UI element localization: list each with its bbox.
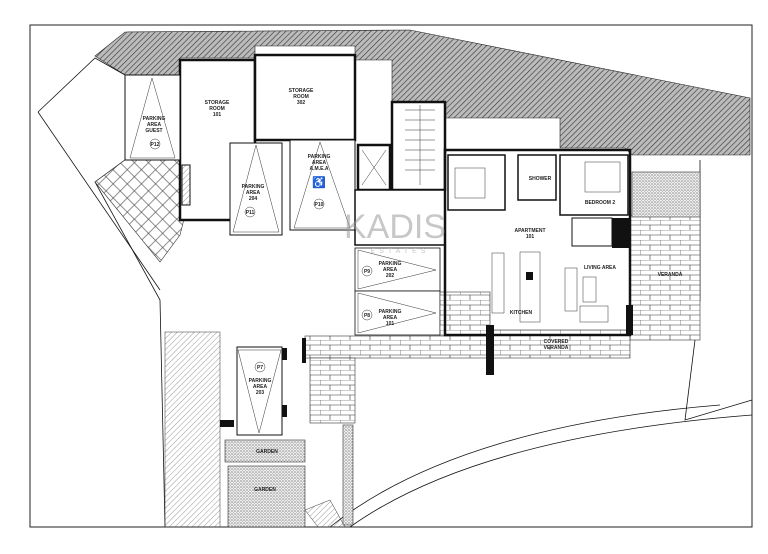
label-parking-101-b: AREA bbox=[383, 315, 398, 321]
watermark-logo: KADIS bbox=[344, 208, 446, 246]
label-parking-203-b: AREA bbox=[253, 384, 268, 390]
label-apartment: APARTMENT bbox=[514, 228, 545, 234]
paving-brick-1 bbox=[439, 291, 491, 338]
badge-p12: P12 bbox=[151, 142, 160, 148]
corridor bbox=[354, 189, 446, 246]
parking-101-bay bbox=[354, 290, 441, 336]
label-parking-101: PARKING bbox=[379, 309, 402, 315]
road-curve bbox=[349, 414, 753, 528]
parking-203-bay bbox=[236, 346, 283, 436]
label-parking-202: PARKING bbox=[379, 261, 402, 267]
parking-204-bay bbox=[229, 142, 283, 236]
label-apartment-b: 101 bbox=[526, 234, 535, 240]
veranda-area bbox=[629, 214, 701, 341]
label-parking-amea: PARKING bbox=[308, 154, 331, 160]
label-parking-204-b: AREA bbox=[246, 190, 261, 196]
gravel-strip bbox=[342, 424, 354, 526]
badge-p7: P7 bbox=[257, 365, 263, 371]
label-parking-guest-b: AREA bbox=[147, 122, 162, 128]
label-covered-veranda-b: VERANDA bbox=[544, 345, 569, 351]
label-parking-amea-b: AREA bbox=[312, 160, 327, 166]
paving-brick-2 bbox=[304, 335, 491, 359]
hatch-strip-left bbox=[164, 331, 221, 528]
paving-brick-3 bbox=[309, 357, 356, 424]
badge-p11: P11 bbox=[246, 210, 255, 216]
label-parking-202-c: 202 bbox=[386, 273, 395, 279]
parking-guest-bay bbox=[124, 74, 181, 161]
label-parking-204: PARKING bbox=[242, 184, 265, 190]
garden-2 bbox=[227, 465, 306, 528]
label-kitchen: KITCHEN bbox=[510, 310, 533, 316]
label-parking-204-c: 204 bbox=[249, 196, 258, 202]
kitchen-island-hob bbox=[526, 272, 533, 280]
label-parking-101-c: 101 bbox=[386, 321, 395, 327]
accessibility-icon: ♿ bbox=[312, 176, 326, 189]
label-storage-101: STORAGE bbox=[205, 100, 230, 106]
label-parking-amea-c: A.M.E.A bbox=[310, 166, 329, 172]
label-parking-202-b: AREA bbox=[383, 267, 398, 273]
garden-1 bbox=[224, 439, 306, 463]
label-storage-101-b: ROOM bbox=[209, 106, 225, 112]
road-curve-2 bbox=[329, 404, 721, 528]
vent-grille bbox=[181, 164, 191, 206]
label-parking-guest-c: GUEST bbox=[145, 128, 162, 134]
label-veranda: VERANDA bbox=[658, 272, 683, 278]
label-garden-1: GARDEN bbox=[256, 449, 278, 455]
label-covered-veranda: COVERED bbox=[544, 339, 569, 345]
label-storage-302: STORAGE bbox=[289, 88, 314, 94]
label-garden-2: GARDEN bbox=[254, 487, 276, 493]
stair-curve bbox=[304, 499, 346, 528]
gravel-right bbox=[631, 171, 701, 218]
shower-room bbox=[517, 154, 557, 201]
bathroom bbox=[571, 217, 613, 247]
badge-p10: P10 bbox=[315, 202, 324, 208]
label-living-area: LIVING AREA bbox=[584, 265, 616, 271]
stairs bbox=[390, 100, 447, 192]
parking-amea-bay bbox=[289, 139, 356, 231]
bedroom-2 bbox=[559, 154, 629, 216]
label-parking-203: PARKING bbox=[249, 378, 272, 384]
label-bedroom-2: BEDROOM 2 bbox=[585, 200, 616, 206]
label-storage-101-c: 101 bbox=[213, 112, 222, 118]
labels: STORAGE ROOM 101 STORAGE ROOM 302 PARKIN… bbox=[143, 88, 683, 493]
site-boundary-left-outer bbox=[37, 111, 161, 291]
label-storage-302-b: ROOM bbox=[293, 94, 309, 100]
label-storage-302-c: 302 bbox=[297, 100, 306, 106]
badge-p9: P9 bbox=[364, 269, 370, 275]
bedroom-1 bbox=[447, 154, 506, 211]
watermark-sub: ESTATES bbox=[371, 248, 430, 255]
label-parking-203-c: 203 bbox=[256, 390, 265, 396]
badge-p8: P8 bbox=[364, 313, 370, 319]
parking-202-bay bbox=[354, 247, 441, 292]
label-shower: SHOWER bbox=[529, 176, 552, 182]
label-parking-guest: PARKING bbox=[143, 116, 166, 122]
